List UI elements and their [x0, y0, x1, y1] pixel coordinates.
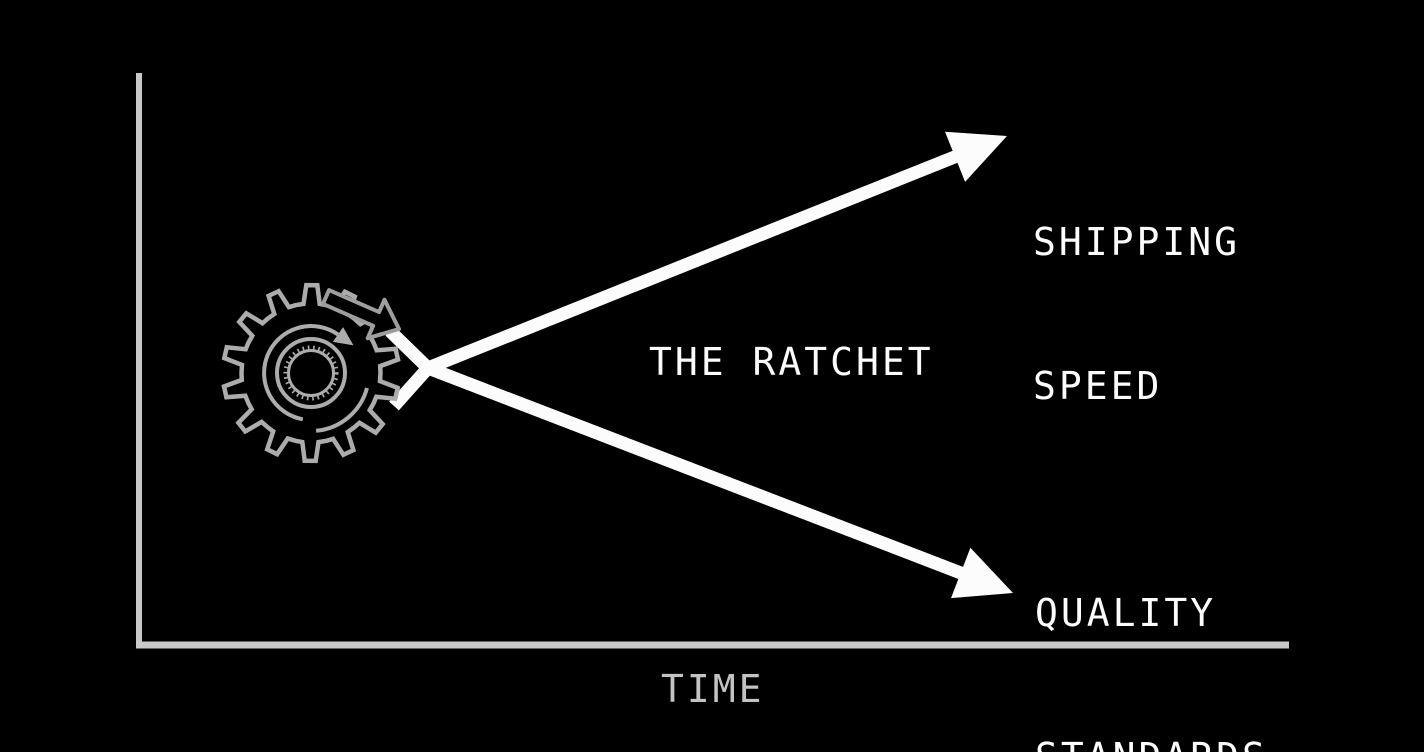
gear-spiral-arc [315, 387, 369, 433]
gear-rotation-arrowhead-icon [332, 327, 354, 346]
shipping-speed-label: SHIPPING SPEED [1033, 122, 1240, 506]
quality-standards-arrow [385, 326, 971, 582]
x-axis-label: TIME [661, 667, 765, 711]
shipping-speed-label-line1: SHIPPING [1033, 220, 1241, 264]
quality-standards-arrowhead-icon [951, 547, 1013, 599]
gear-ratchet-hub [287, 349, 335, 397]
quality-standards-label-line2: STANDARDS [1035, 733, 1268, 752]
shipping-speed-arrowhead-icon [945, 131, 1007, 182]
ratchet-gear-icon [221, 282, 401, 464]
gear-ratchet-teeth-ring [283, 345, 339, 401]
quality-standards-label: QUALITY STANDARDS [1035, 493, 1268, 752]
shipping-speed-label-line2: SPEED [1033, 364, 1163, 408]
gear-rotation-arc [262, 324, 340, 422]
quality-standards-label-line1: QUALITY [1035, 591, 1217, 635]
diagram-title: THE RATCHET [649, 340, 934, 384]
gear-middle-ring [275, 337, 347, 409]
pawl-arrow-icon [321, 288, 401, 341]
